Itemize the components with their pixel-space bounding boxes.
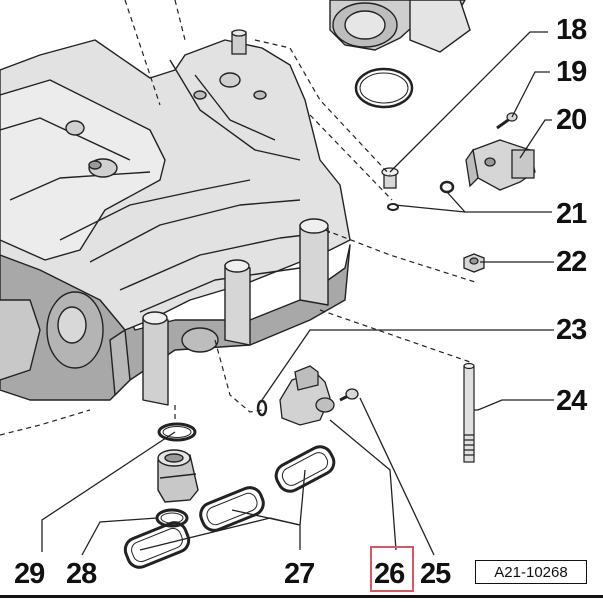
part-22-nut: [463, 253, 485, 273]
callout-19: 19: [556, 56, 587, 88]
callout-22: 22: [556, 246, 587, 278]
part-24-stud: [463, 362, 475, 463]
callout-20: 20: [556, 104, 587, 136]
throttle-seal-ring: [354, 67, 414, 109]
part-26-sensor: [279, 365, 335, 426]
part-oring-upper: [157, 422, 197, 442]
callout-26: 26: [374, 558, 405, 590]
callout-29: 29: [14, 558, 45, 590]
leader-lines: [41, 31, 554, 556]
bottom-rule: [0, 595, 603, 598]
throttle-body: [329, 0, 471, 53]
callout-18: 18: [556, 14, 587, 46]
callout-25: 25: [420, 558, 451, 590]
part-27-gaskets: [123, 445, 336, 569]
assembly-dashed-lines: [0, 0, 476, 436]
callout-21: 21: [556, 198, 587, 230]
callout-24: 24: [556, 385, 587, 417]
part-18-sensor: [381, 167, 399, 189]
reference-code: A21-10268: [475, 560, 587, 584]
part-19-bolt: [496, 112, 518, 130]
vacuum-nipple: [231, 29, 247, 55]
intake-manifold-housing: [0, 39, 351, 406]
callout-23: 23: [556, 314, 587, 346]
callout-27: 27: [284, 558, 315, 590]
callout-26-highlight: [370, 546, 414, 592]
part-25-screw: [339, 388, 359, 402]
part-23-oring: [256, 399, 268, 417]
part-20-pressure-sensor: [465, 139, 536, 191]
callout-28: 28: [66, 558, 97, 590]
part-29-fitting: [157, 449, 199, 503]
